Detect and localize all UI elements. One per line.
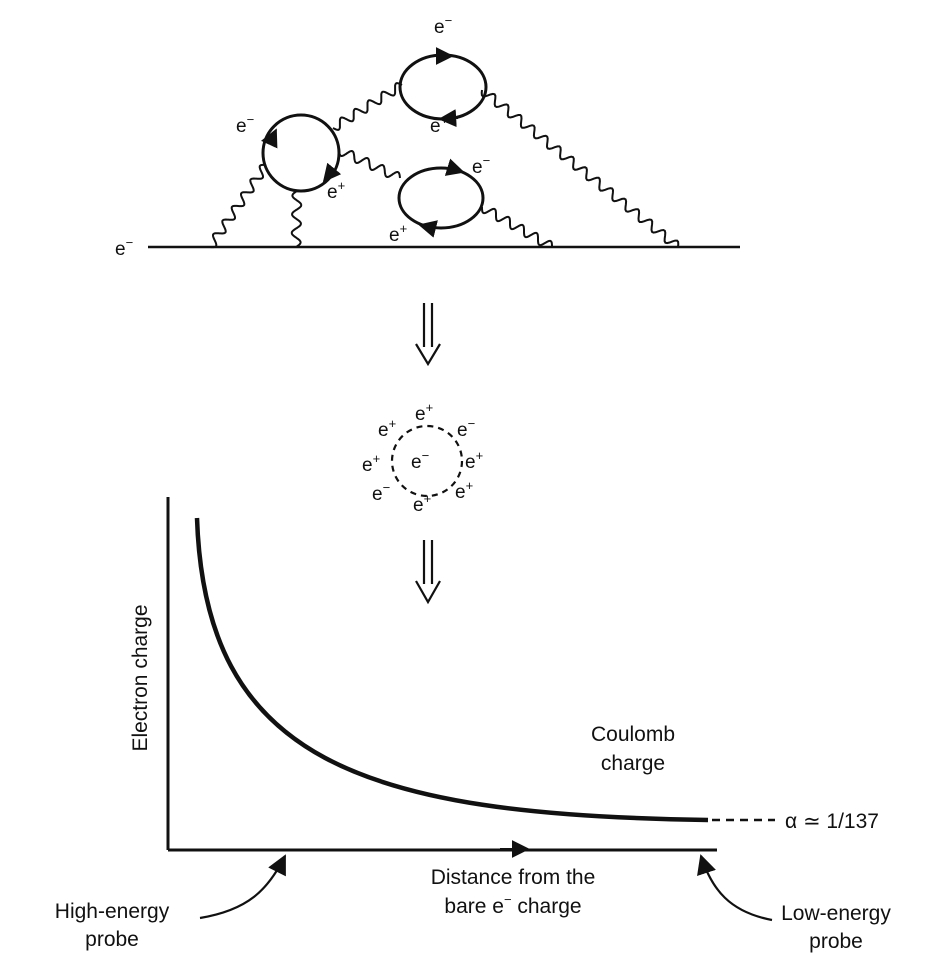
cloud-particle: e− (372, 480, 390, 505)
label-loop-right-electron: e− (472, 153, 490, 178)
screening-cloud: e− e+ e+ e− e+ e+ e+ e+ e− (362, 400, 483, 516)
cloud-particle: e+ (455, 478, 473, 503)
x-axis-label-line-1: Distance from the (431, 866, 596, 889)
loop-left-arrow-electron (261, 128, 278, 149)
cloud-particle: e+ (415, 400, 433, 425)
feynman-diagram: e− e− e+ e− e+ e− e+ (115, 13, 740, 260)
cloud-center-electron: e− (411, 448, 429, 473)
photon-line (481, 207, 553, 247)
label-incoming-electron: e− (115, 235, 133, 260)
double-arrow-down-icon (415, 540, 441, 605)
photon-line (338, 149, 401, 179)
low-energy-probe-label-2: probe (809, 930, 863, 953)
photon-line (209, 163, 267, 249)
photon-line (290, 190, 303, 248)
loop-right (397, 166, 485, 230)
loop-top (398, 53, 488, 121)
label-loop-left-positron: e+ (327, 178, 345, 203)
charge-graph: α ≃ 1/137 Electron charge Coulomb charge… (55, 497, 891, 953)
charge-curve (194, 517, 709, 823)
cloud-boundary (390, 424, 464, 498)
label-loop-right-positron: e+ (389, 221, 407, 246)
cloud-particle: e+ (378, 416, 396, 441)
photon-line (332, 82, 403, 131)
cloud-particle: e− (457, 416, 475, 441)
asymptote-label: α ≃ 1/137 (785, 810, 879, 833)
loop-left (261, 113, 341, 193)
annotation-line-2: charge (601, 752, 665, 775)
loop-top-arrow-positron (438, 109, 459, 128)
high-energy-probe-label-1: High-energy (55, 900, 170, 923)
photon-lines (209, 82, 680, 249)
low-energy-probe-label-1: Low-energy (781, 902, 891, 925)
y-axis-label: Electron charge (129, 604, 152, 751)
annotation-line-1: Coulomb (591, 723, 675, 746)
double-arrow-down-icon (415, 303, 441, 367)
loop-right-arrow-positron (418, 220, 438, 238)
high-energy-probe-label-2: probe (85, 928, 139, 951)
low-energy-probe-arrow (697, 854, 773, 922)
x-axis-label-line-2: bare e− charge (444, 892, 581, 918)
cloud-particle: e+ (413, 491, 431, 516)
loop-left-arrow-positron (322, 162, 342, 183)
label-loop-left-electron: e− (236, 112, 254, 137)
label-loop-top-positron: e+ (430, 112, 448, 137)
cloud-particle: e+ (465, 448, 483, 473)
cloud-particle: e+ (362, 451, 380, 476)
high-energy-probe-arrow (199, 854, 286, 920)
photon-line (480, 89, 680, 248)
label-loop-top-electron: e− (434, 13, 452, 38)
loop-right-arrow-electron (444, 158, 465, 176)
